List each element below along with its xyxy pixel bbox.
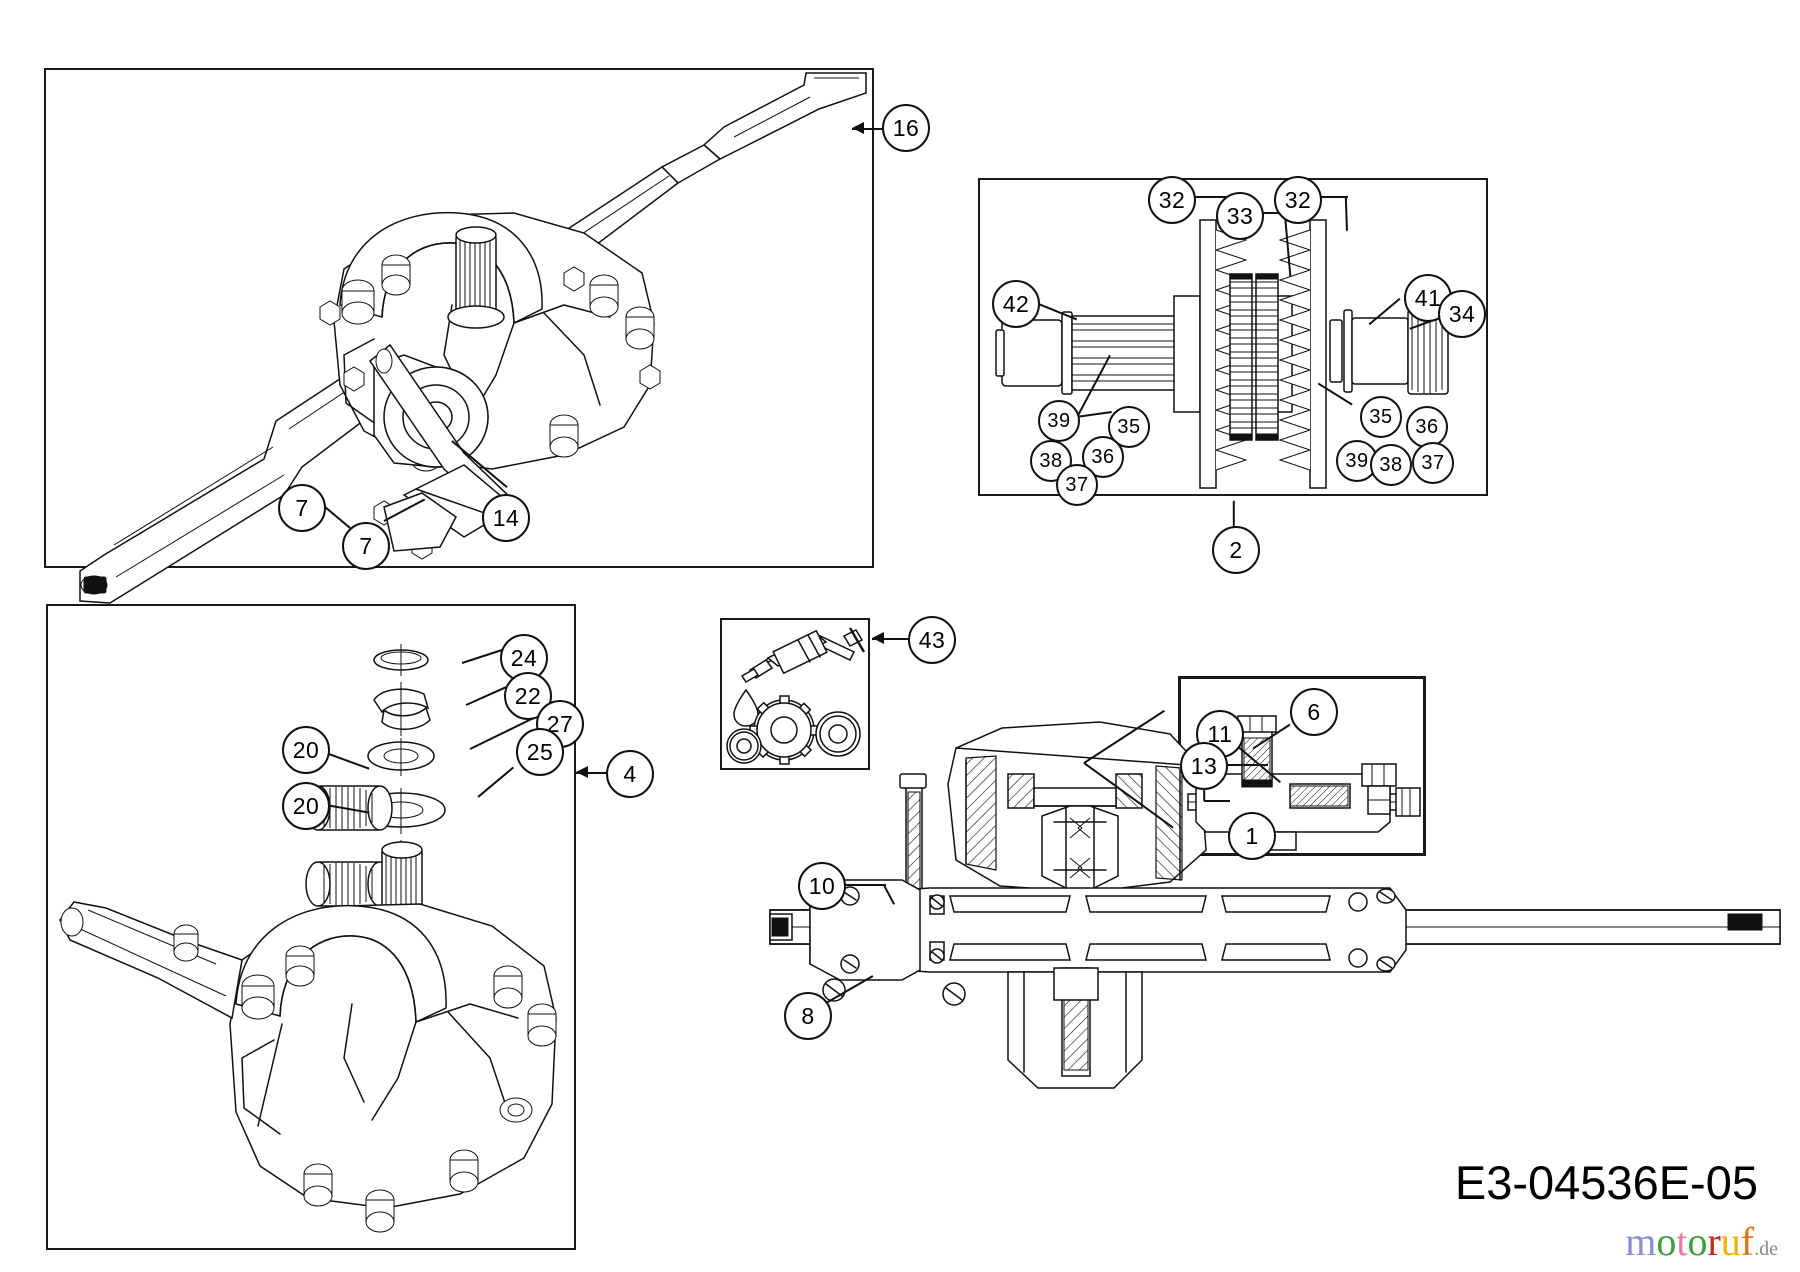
arrow-16 xyxy=(852,122,864,134)
callout-2[interactable]: 2 xyxy=(1212,526,1260,574)
transaxle-cross-section-drawing xyxy=(769,700,1800,1120)
callout-6[interactable]: 6 xyxy=(1290,688,1338,736)
callout-7b[interactable]: 7 xyxy=(342,522,390,570)
callout-35a-label: 35 xyxy=(1117,416,1141,438)
callout-25-label: 25 xyxy=(526,738,554,765)
watermark-letter: t xyxy=(1676,1219,1688,1264)
callout-38b-label: 38 xyxy=(1379,454,1403,476)
leader-10 xyxy=(842,884,886,886)
callout-33-label: 33 xyxy=(1226,202,1254,229)
callout-32b[interactable]: 32 xyxy=(1274,176,1322,224)
callout-20a-label: 20 xyxy=(292,736,320,763)
callout-27-label: 27 xyxy=(546,710,574,737)
leader-32b xyxy=(1318,196,1348,198)
callout-36b-label: 36 xyxy=(1415,416,1439,438)
callout-38a-label: 38 xyxy=(1039,450,1063,472)
callout-16[interactable]: 16 xyxy=(882,104,930,152)
callout-36a-label: 36 xyxy=(1091,446,1115,468)
callout-36b[interactable]: 36 xyxy=(1406,406,1448,448)
callout-39b-label: 39 xyxy=(1345,450,1369,472)
callout-4[interactable]: 4 xyxy=(606,750,654,798)
callout-32a[interactable]: 32 xyxy=(1148,176,1196,224)
watermark-letter: r xyxy=(1707,1219,1721,1264)
callout-4-label: 4 xyxy=(623,760,637,787)
callout-37a[interactable]: 37 xyxy=(1056,464,1098,506)
callout-20b-label: 20 xyxy=(292,792,320,819)
callout-1[interactable]: 1 xyxy=(1228,812,1276,860)
callout-8[interactable]: 8 xyxy=(784,992,832,1040)
callout-35b-label: 35 xyxy=(1369,406,1393,428)
callout-6-label: 6 xyxy=(1307,698,1321,725)
callout-13-label: 13 xyxy=(1190,752,1218,779)
callout-7a[interactable]: 7 xyxy=(278,484,326,532)
transaxle-assembly-drawing xyxy=(44,55,924,604)
motoruf-watermark: motoruf.de xyxy=(1625,1222,1778,1262)
callout-43[interactable]: 43 xyxy=(908,616,956,664)
callout-35a[interactable]: 35 xyxy=(1108,406,1150,448)
callout-20a[interactable]: 20 xyxy=(282,726,330,774)
callout-39a[interactable]: 39 xyxy=(1038,400,1080,442)
callout-10-label: 10 xyxy=(808,872,836,899)
clutch-pack-drawing xyxy=(978,178,1488,496)
watermark-letter: f xyxy=(1740,1219,1755,1264)
lubricant-symbol-drawing xyxy=(720,618,870,770)
callout-20b[interactable]: 20 xyxy=(282,782,330,830)
callout-7b-label: 7 xyxy=(359,532,373,559)
callout-32a-label: 32 xyxy=(1158,186,1186,213)
watermark-letter: o xyxy=(1687,1219,1708,1264)
callout-38b[interactable]: 38 xyxy=(1370,444,1412,486)
callout-22[interactable]: 22 xyxy=(504,672,552,720)
housing-exploded-drawing xyxy=(46,604,576,1250)
arrow-43 xyxy=(872,632,884,644)
callout-39a-label: 39 xyxy=(1047,410,1071,432)
callout-24-label: 24 xyxy=(510,644,538,671)
callout-42[interactable]: 42 xyxy=(992,280,1040,328)
callout-32b-label: 32 xyxy=(1284,186,1312,213)
callout-38a[interactable]: 38 xyxy=(1030,440,1072,482)
callout-43-label: 43 xyxy=(918,626,946,653)
arrow-4 xyxy=(576,766,588,778)
leader-32a xyxy=(1192,196,1230,198)
callout-33[interactable]: 33 xyxy=(1216,192,1264,240)
leader-33 xyxy=(1260,212,1286,214)
callout-1-label: 1 xyxy=(1245,822,1259,849)
leader-4 xyxy=(576,772,622,774)
leader-16 xyxy=(852,128,898,130)
callout-34[interactable]: 34 xyxy=(1438,290,1486,338)
leader-13 xyxy=(1224,764,1268,766)
callout-25[interactable]: 25 xyxy=(516,728,564,776)
callout-14[interactable]: 14 xyxy=(482,494,530,542)
leader-43 xyxy=(872,638,910,640)
callout-2-label: 2 xyxy=(1229,536,1243,563)
callout-16-label: 16 xyxy=(892,114,920,141)
callout-34-label: 34 xyxy=(1448,300,1476,327)
callout-11-label: 11 xyxy=(1207,720,1233,747)
callout-37b-label: 37 xyxy=(1421,452,1445,474)
callout-13[interactable]: 13 xyxy=(1180,742,1228,790)
callout-7a-label: 7 xyxy=(295,494,309,521)
leader-1b xyxy=(1204,800,1230,802)
callout-37a-label: 37 xyxy=(1065,474,1089,496)
callout-8-label: 8 xyxy=(801,1002,815,1029)
callout-42-label: 42 xyxy=(1002,290,1030,317)
watermark-letter: o xyxy=(1656,1219,1677,1264)
diagram-id-label: E3-04536E-05 xyxy=(1454,1156,1758,1209)
callout-37b[interactable]: 37 xyxy=(1412,442,1454,484)
callout-22-label: 22 xyxy=(514,682,542,709)
callout-41-label: 41 xyxy=(1414,284,1442,311)
watermark-suffix: .de xyxy=(1754,1238,1778,1260)
callout-10[interactable]: 10 xyxy=(798,862,846,910)
watermark-letter: m xyxy=(1625,1219,1657,1264)
callout-14-label: 14 xyxy=(492,504,520,531)
callout-35b[interactable]: 35 xyxy=(1360,396,1402,438)
watermark-letter: u xyxy=(1720,1219,1741,1264)
